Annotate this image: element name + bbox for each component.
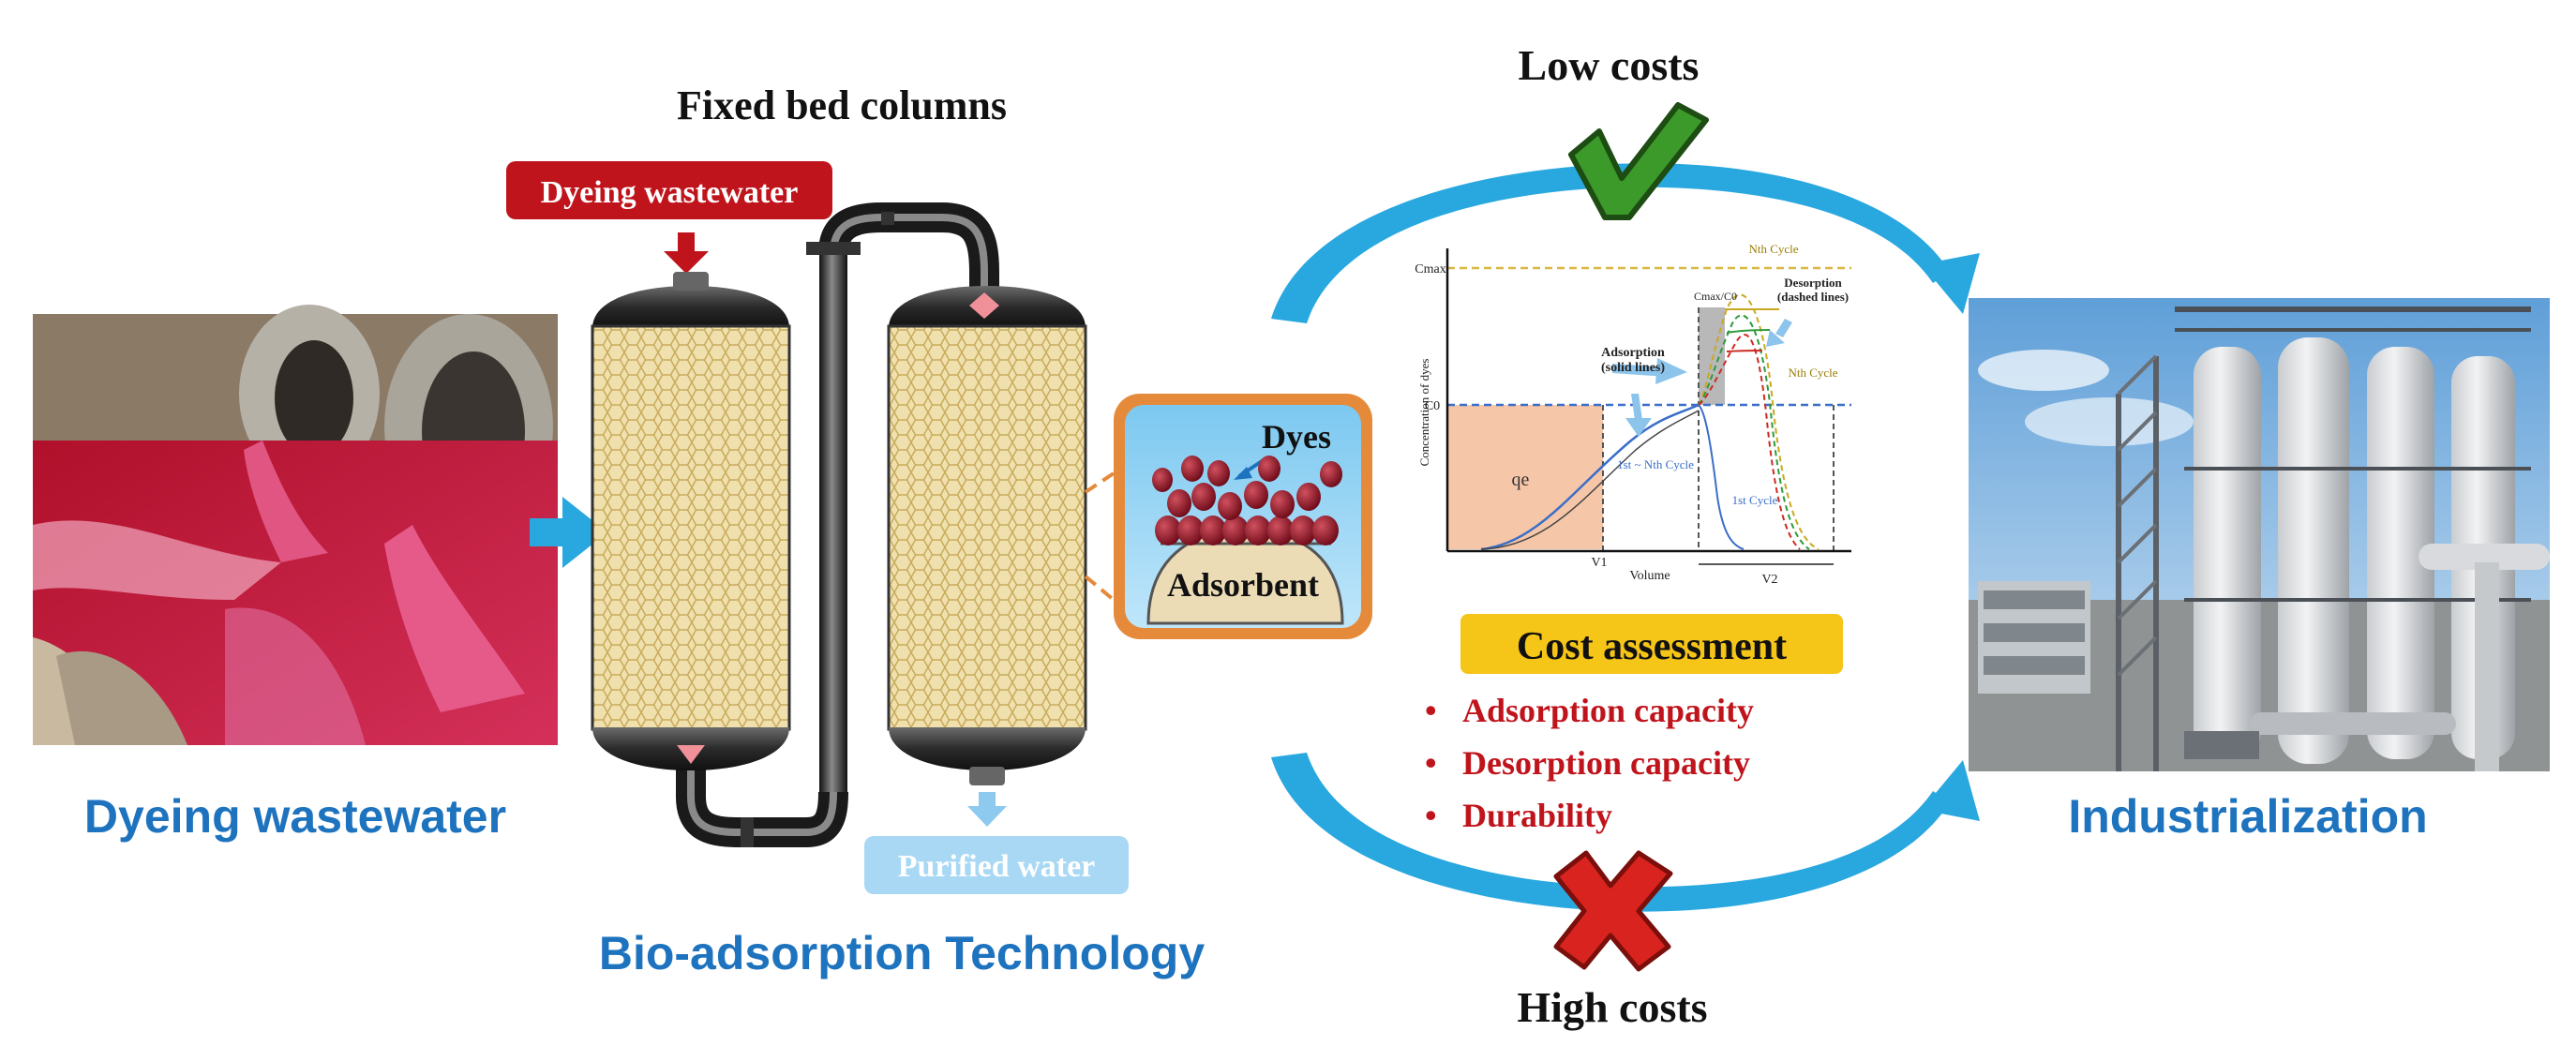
cost-item-desorption: Desorption capacity xyxy=(1462,744,1750,782)
adsorbent-label: Adsorbent xyxy=(1167,566,1319,604)
inflow-arrow xyxy=(530,497,607,568)
qe-area xyxy=(1447,405,1603,549)
dyeing-wastewater-tag: Dyeing wastewater xyxy=(506,161,832,219)
dyes-label: Dyes xyxy=(1262,418,1331,456)
column-2-top-arrow-icon xyxy=(969,292,999,319)
v2-label: V2 xyxy=(1761,573,1777,587)
c0-label: C0 xyxy=(1425,399,1440,413)
adsorption-note-1: Adsorption xyxy=(1601,346,1665,360)
check-mark-icon xyxy=(1568,102,1709,220)
y-axis-label: Concentration of dyes xyxy=(1417,359,1431,467)
c-max-label: Cmax xyxy=(1415,262,1445,276)
cost-assessment-panel: Cost assessment • Adsorption capacity • … xyxy=(1425,614,1843,834)
purified-water-tag: Purified water xyxy=(864,836,1129,894)
v1-label: V1 xyxy=(1591,556,1607,570)
desorption-zone xyxy=(1699,307,1725,405)
adsorption-note-2: (solid lines) xyxy=(1601,361,1665,375)
purified-water-tag-label: Purified water xyxy=(898,849,1096,884)
fixed-bed-column-2 xyxy=(887,286,1087,785)
cost-item-adsorption: Adsorption capacity xyxy=(1462,692,1754,729)
nth-cycle-top-label: Nth Cycle xyxy=(1748,242,1798,256)
nth-cycle-right-label: Nth Cycle xyxy=(1788,366,1837,380)
wastewater-photo xyxy=(33,305,558,745)
bottom-cycle-arrow xyxy=(1271,753,1980,912)
cost-item-durability: Durability xyxy=(1462,797,1612,834)
outlet-arrow-icon xyxy=(967,792,1007,827)
cycle-range-label: 1st ~ Nth Cycle xyxy=(1617,457,1694,471)
x-axis-label: Volume xyxy=(1629,569,1670,583)
dyeing-wastewater-caption: Dyeing wastewater xyxy=(84,790,506,843)
low-costs-label: Low costs xyxy=(1519,41,1700,89)
cross-mark-icon xyxy=(1553,850,1673,972)
bio-adsorption-caption: Bio-adsorption Technology xyxy=(599,927,1205,979)
dye-beads xyxy=(1152,456,1342,545)
qe-label: qe xyxy=(1512,470,1530,490)
adsorbent-inset: Adsorbent Dyes xyxy=(1084,394,1372,639)
top-cycle-arrow xyxy=(1271,163,1980,323)
cost-assessment-title: Cost assessment xyxy=(1517,625,1787,668)
breakthrough-curve-chart: qe Cmax C0 Concentration of dyes V xyxy=(1415,242,1856,587)
desorption-note-2: (dashed lines) xyxy=(1777,290,1849,304)
connecting-pipe xyxy=(676,202,999,847)
fixed-bed-column-1 xyxy=(591,272,791,770)
inlet-arrow-icon xyxy=(664,232,709,274)
dyeing-wastewater-tag-label: Dyeing wastewater xyxy=(541,175,799,210)
high-costs-label: High costs xyxy=(1517,983,1707,1031)
fixed-bed-columns-title: Fixed bed columns xyxy=(677,82,1007,128)
industrial-plant-photo xyxy=(1969,298,2550,771)
bullet-icon: • xyxy=(1425,797,1437,834)
industrialization-caption: Industrialization xyxy=(2068,790,2427,843)
column-1-bottom-arrow-icon xyxy=(677,745,705,764)
bullet-icon: • xyxy=(1425,692,1437,729)
bullet-icon: • xyxy=(1425,744,1437,782)
desorption-note-1: Desorption xyxy=(1784,276,1842,290)
c-max-c0-label: Cmax/C0 xyxy=(1694,290,1737,303)
first-cycle-label: 1st Cycle xyxy=(1732,493,1778,507)
